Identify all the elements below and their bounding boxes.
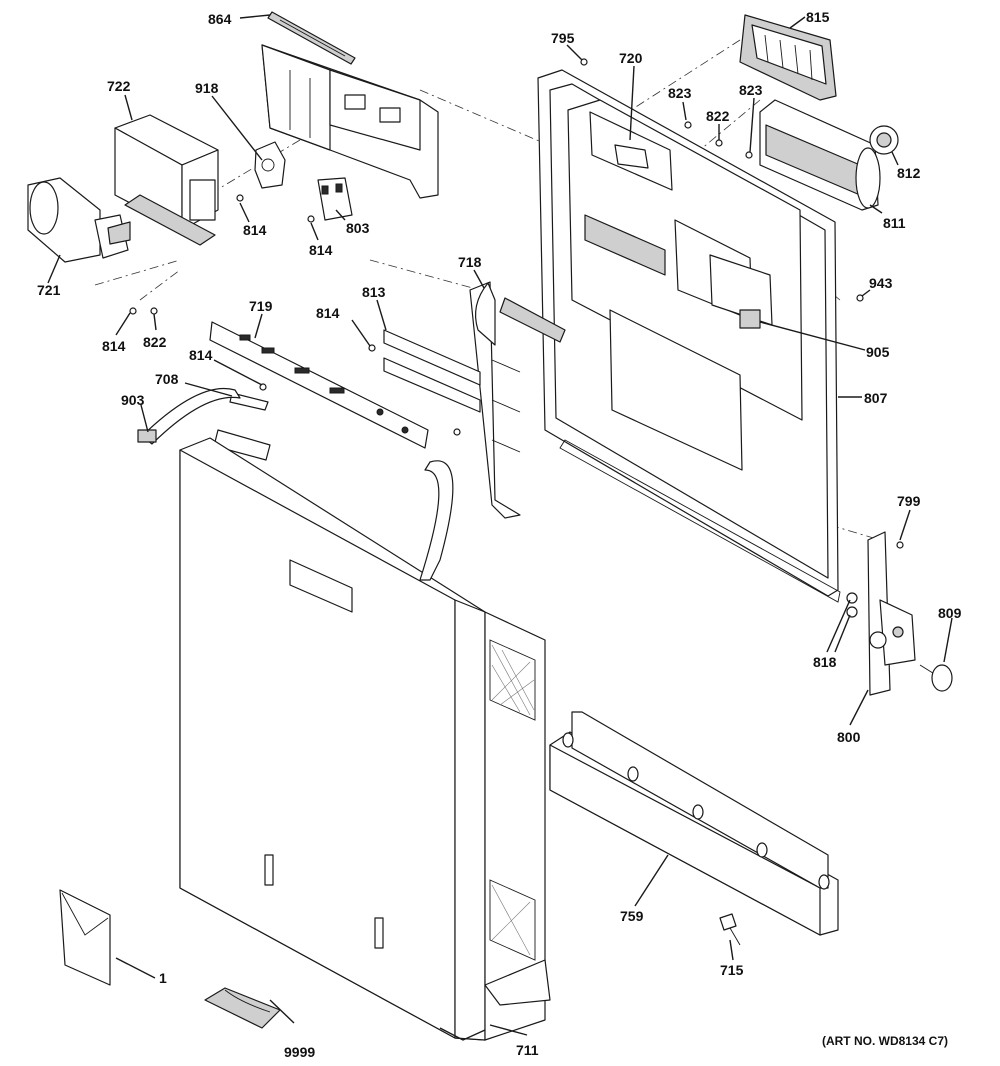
parts-bag-part[interactable] xyxy=(204,987,281,1029)
callout-814-a: 814 xyxy=(243,222,267,238)
callout-823-b: 823 xyxy=(739,82,763,98)
callout-905: 905 xyxy=(866,344,890,360)
outer-door-panel-part[interactable] xyxy=(179,437,486,1041)
callout-811: 811 xyxy=(883,215,906,231)
sensor-part[interactable] xyxy=(254,141,286,189)
hinge-part[interactable] xyxy=(846,531,916,696)
callout-708: 708 xyxy=(155,371,179,387)
kickplate-part[interactable] xyxy=(549,711,839,936)
vent-strip-part[interactable] xyxy=(267,11,356,65)
callout-809: 809 xyxy=(938,605,962,621)
callout-943: 943 xyxy=(869,275,893,291)
callout-722: 722 xyxy=(107,78,131,94)
callout-813: 813 xyxy=(362,284,386,300)
callout-800: 800 xyxy=(837,729,861,745)
callout-822-b: 822 xyxy=(143,334,167,350)
callout-1: 1 xyxy=(159,970,167,986)
callout-803: 803 xyxy=(346,220,370,236)
callout-822-a: 822 xyxy=(706,108,730,124)
callout-864: 864 xyxy=(208,11,232,27)
callout-795: 795 xyxy=(551,30,575,46)
callout-715: 715 xyxy=(720,962,744,978)
callout-814-c: 814 xyxy=(102,338,126,354)
door-side-frame-part[interactable] xyxy=(484,611,551,1041)
callout-815: 815 xyxy=(806,9,830,25)
leader-lines xyxy=(47,14,953,1041)
vent-assembly-part[interactable] xyxy=(114,114,219,246)
control-panel-part[interactable] xyxy=(209,321,429,449)
switch-part[interactable] xyxy=(317,177,353,221)
kickplate-screw-part[interactable] xyxy=(719,913,741,946)
dispenser-part[interactable] xyxy=(759,99,881,211)
bracket-frames-part[interactable] xyxy=(383,329,481,413)
latch-part[interactable] xyxy=(709,254,773,329)
callout-9999: 9999 xyxy=(284,1044,315,1060)
literature-envelope-part[interactable] xyxy=(59,889,111,986)
callout-918: 918 xyxy=(195,80,219,96)
callout-labels: 864 815 795 720 722 918 823 823 822 812 … xyxy=(37,9,962,1060)
inner-door-liner-part[interactable] xyxy=(537,69,841,603)
art-number-label: (ART NO. WD8134 C7) xyxy=(821,1034,948,1048)
callout-823-a: 823 xyxy=(668,85,692,101)
knob-part[interactable] xyxy=(869,125,899,155)
callout-818: 818 xyxy=(813,654,837,670)
callout-759: 759 xyxy=(620,908,644,924)
ribbon-cable-part[interactable] xyxy=(137,387,241,445)
callout-812: 812 xyxy=(897,165,921,181)
callout-814-d: 814 xyxy=(316,305,340,321)
callout-721: 721 xyxy=(37,282,61,298)
callout-814-b: 814 xyxy=(309,242,333,258)
callout-903: 903 xyxy=(121,392,145,408)
callout-711: 711 xyxy=(516,1042,539,1058)
callout-720: 720 xyxy=(619,50,643,66)
screws xyxy=(129,58,904,549)
fan-motor-part[interactable] xyxy=(27,177,131,263)
control-bracket-part[interactable] xyxy=(261,44,439,199)
liner-handle-part[interactable] xyxy=(614,144,649,169)
duct-part[interactable] xyxy=(469,281,566,519)
callout-807: 807 xyxy=(864,390,888,406)
callout-719: 719 xyxy=(249,298,273,314)
callout-799: 799 xyxy=(897,493,921,509)
hinge-foot-part[interactable] xyxy=(919,664,953,692)
dispenser-cover-part[interactable] xyxy=(739,14,837,101)
callout-718: 718 xyxy=(458,254,482,270)
callout-814-e: 814 xyxy=(189,347,213,363)
